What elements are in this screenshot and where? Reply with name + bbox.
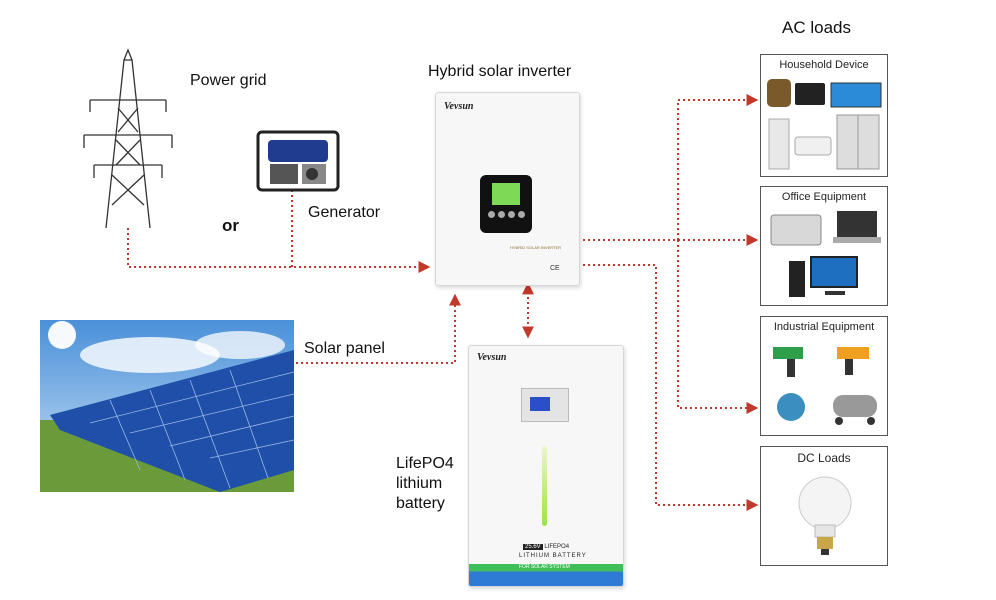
battery-chem: LIFEPO4: [544, 544, 570, 550]
inverter-button-icon: [498, 211, 505, 218]
battery-spec-label: 25.6V LIFEPO4: [523, 544, 569, 550]
dc-title: DC Loads: [797, 451, 851, 465]
generator-label: Generator: [308, 204, 381, 221]
inverter-device: Vevsun HYBRID SOLAR INVERTER CE: [435, 92, 580, 286]
ac-loads-label: AC loads: [782, 18, 851, 37]
battery-label-line3: battery: [396, 495, 445, 512]
battery-band-text: FOR SOLAR SYSTEM: [519, 564, 570, 570]
inverter-button-icon: [518, 211, 525, 218]
light-bulb-icon: [798, 476, 852, 555]
industrial-title: Industrial Equipment: [773, 321, 875, 333]
household-appliances-icon: [767, 79, 882, 170]
inverter-product-text: HYBRID SOLAR INVERTER: [510, 245, 562, 250]
household-device-panel: Household Device: [760, 54, 888, 177]
solar-panel-label: Solar panel: [304, 340, 385, 357]
battery-label-line2: lithium: [396, 475, 443, 492]
household-title: Household Device: [779, 59, 869, 71]
office-equipment-icon: [770, 211, 881, 297]
household-connector: [677, 94, 759, 240]
battery-type-label: LITHIUM BATTERY: [519, 553, 587, 559]
industrial-connector: [677, 240, 759, 414]
industrial-equipment-panel: Industrial Equipment: [760, 316, 888, 436]
inverter-lcd: [492, 183, 520, 205]
battery-display: [521, 388, 569, 422]
battery-voltage: 25.6V: [523, 544, 543, 550]
battery-label-line1: LifePO4: [396, 455, 454, 472]
ce-mark-icon: CE: [550, 265, 560, 272]
inverter-button-icon: [508, 211, 515, 218]
inverter-brand: Vevsun: [444, 101, 474, 112]
office-title: Office Equipment: [781, 191, 867, 203]
battery-brand: Vevsun: [477, 352, 507, 363]
or-label: or: [222, 216, 239, 235]
dc-loads-panel: DC Loads: [760, 446, 888, 566]
power-grid-label: Power grid: [190, 72, 267, 89]
inverter-button-icon: [488, 211, 495, 218]
battery-light-bar: [542, 446, 547, 526]
inverter-buttons: [488, 211, 525, 221]
inverter-label: Hybrid solar inverter: [428, 63, 572, 80]
industrial-equipment-icon: [773, 347, 877, 425]
battery-device: Vevsun 25.6V LIFEPO4 LITHIUM BATTERY FOR…: [468, 345, 624, 587]
battery-lcd: [530, 397, 550, 411]
battery-band: FOR SOLAR SYSTEM: [469, 564, 623, 586]
office-equipment-panel: Office Equipment: [760, 186, 888, 306]
inverter-display-panel: [480, 175, 532, 233]
